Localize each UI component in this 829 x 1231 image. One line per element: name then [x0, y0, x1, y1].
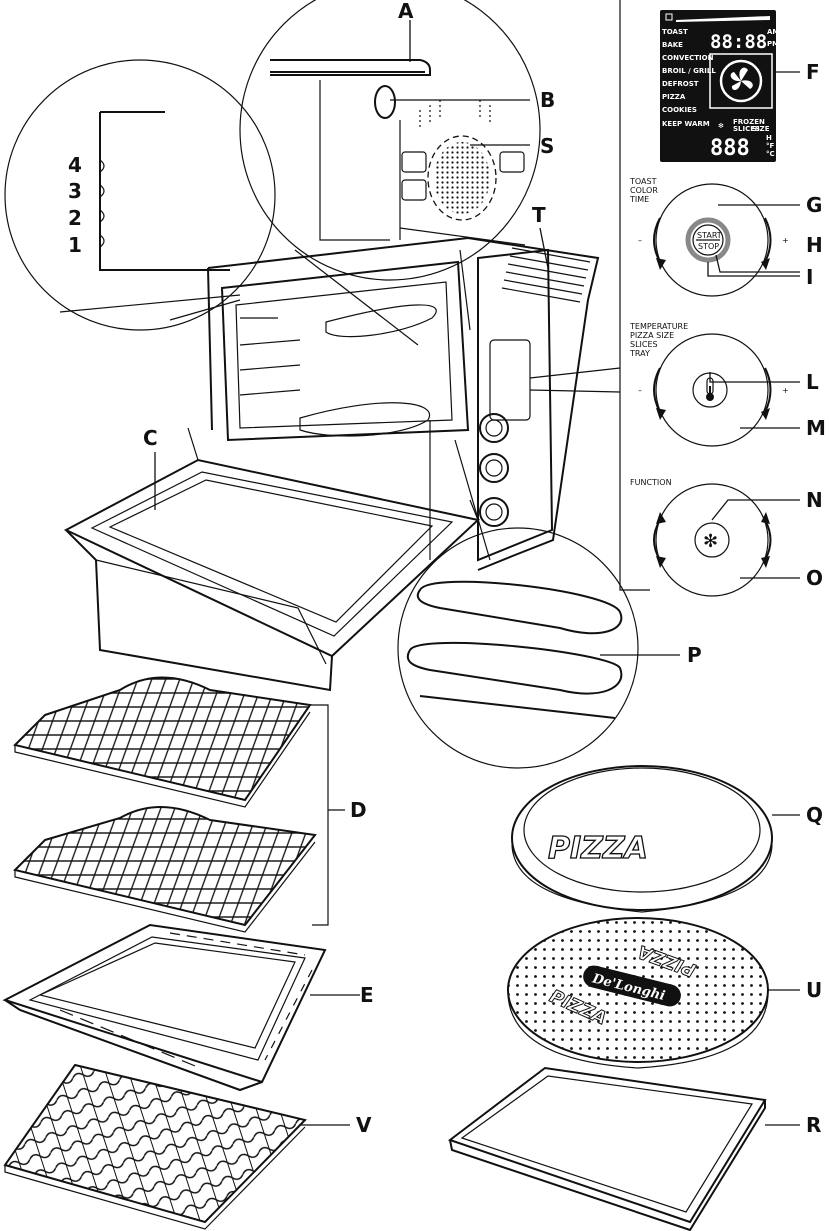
lcd-am: AM	[767, 28, 779, 36]
rack-level-3: 3	[68, 179, 82, 203]
function-dial[interactable]: FUNCTION ✻	[630, 478, 772, 597]
baking-pan	[2, 923, 327, 1092]
label-c: C	[143, 426, 158, 450]
lcd-function-6: COOKIES	[662, 106, 697, 114]
label-i: I	[806, 265, 813, 289]
label-r: R	[806, 1113, 821, 1137]
letter-labels: A B S T C F G H I L M N O P D E V Q U R	[143, 0, 826, 1137]
lcd-function-2: CONVECTION	[662, 54, 714, 62]
label-d: D	[350, 798, 367, 822]
temp-label-2: SLICES	[630, 340, 658, 349]
snowflake-icon: ✻	[703, 531, 718, 552]
label-f: F	[806, 60, 820, 84]
temperature-dial[interactable]: TEMPERATURE PIZZA SIZE SLICES TRAY – +	[629, 322, 789, 447]
start-label: START	[697, 231, 722, 240]
label-t: T	[532, 203, 546, 227]
rack-level-4: 4	[68, 153, 82, 177]
toast-minus: –	[638, 236, 642, 245]
label-q: Q	[806, 803, 823, 827]
lcd-display: TOAST BAKE CONVECTION BROIL / GRILL DEFR…	[660, 10, 779, 162]
rack-level-zoom: 4 3 2 1	[4, 59, 276, 331]
label-s: S	[540, 134, 554, 158]
broiling-grid	[3, 1063, 307, 1230]
temp-label-0: TEMPERATURE	[629, 322, 688, 331]
label-e: E	[360, 983, 374, 1007]
label-h: H	[806, 233, 823, 257]
toast-plus: +	[782, 236, 789, 245]
wire-rack-2	[13, 806, 317, 933]
label-m: M	[806, 416, 826, 440]
label-b: B	[540, 88, 555, 112]
lcd-function-5: PIZZA	[662, 93, 686, 101]
temp-minus: –	[638, 386, 642, 395]
pizza-stone: De'Longhi PIZZA PIZZA	[507, 917, 769, 1069]
lcd-frozen: FROZEN	[733, 118, 765, 126]
oven-knob-2	[479, 453, 509, 483]
start-stop-ring	[685, 217, 731, 263]
toast-label-1: COLOR	[630, 186, 658, 195]
lcd-pm: PM	[767, 40, 779, 48]
label-g: G	[806, 193, 822, 217]
heating-element-zoom	[397, 420, 639, 769]
lcd-slices: SLICES	[733, 125, 760, 133]
callout-lines	[154, 20, 800, 1126]
lcd-function-0: TOAST	[662, 28, 688, 36]
lcd-unit-f: °F	[766, 142, 775, 150]
snowflake-icon: ✻	[718, 122, 724, 130]
label-n: N	[806, 488, 823, 512]
oven	[63, 236, 600, 692]
label-l: L	[806, 370, 819, 394]
temp-label-3: TRAY	[629, 349, 650, 358]
lcd-function-4: DEFROST	[662, 80, 699, 88]
pizza-pan: PIZZA	[511, 765, 773, 913]
label-p: P	[687, 643, 702, 667]
baking-tray	[447, 1066, 767, 1231]
lcd-function-1: BAKE	[662, 41, 683, 49]
convection-fan	[434, 142, 490, 214]
label-u: U	[806, 978, 822, 1002]
interior-zoom	[239, 0, 541, 346]
wire-rack-1	[13, 676, 312, 808]
label-v: V	[356, 1113, 372, 1137]
lcd-function-7: KEEP WARM	[662, 120, 710, 128]
lcd-unit-h: H	[766, 134, 772, 142]
light-bulb	[374, 85, 396, 119]
function-label: FUNCTION	[630, 478, 672, 487]
lcd-size: SIZE	[752, 125, 770, 133]
lcd-unit-c: °C	[766, 150, 775, 158]
toast-label-2: TIME	[629, 195, 649, 204]
rack-level-1: 1	[68, 233, 82, 257]
fan-icon	[730, 67, 753, 91]
oven-knob-3	[479, 497, 509, 527]
label-a: A	[398, 0, 414, 23]
lcd-function-3: BROIL / GRILL	[662, 67, 716, 75]
oven-door	[63, 458, 481, 658]
rack-level-2: 2	[68, 206, 82, 230]
oven-display-window	[489, 339, 531, 421]
toast-label-0: TOAST	[629, 177, 657, 186]
label-o: O	[806, 566, 823, 590]
toast-time-dial[interactable]: TOAST COLOR TIME – + START STOP	[629, 177, 789, 297]
temp-label-1: PIZZA SIZE	[630, 331, 674, 340]
lcd-clock: 88:88	[710, 31, 767, 53]
lcd-digits: 888	[710, 136, 750, 161]
oven-knob-1	[479, 413, 509, 443]
pizza-pan-text: PIZZA	[548, 831, 648, 866]
stop-label: STOP	[698, 242, 719, 251]
temp-plus: +	[782, 386, 789, 395]
